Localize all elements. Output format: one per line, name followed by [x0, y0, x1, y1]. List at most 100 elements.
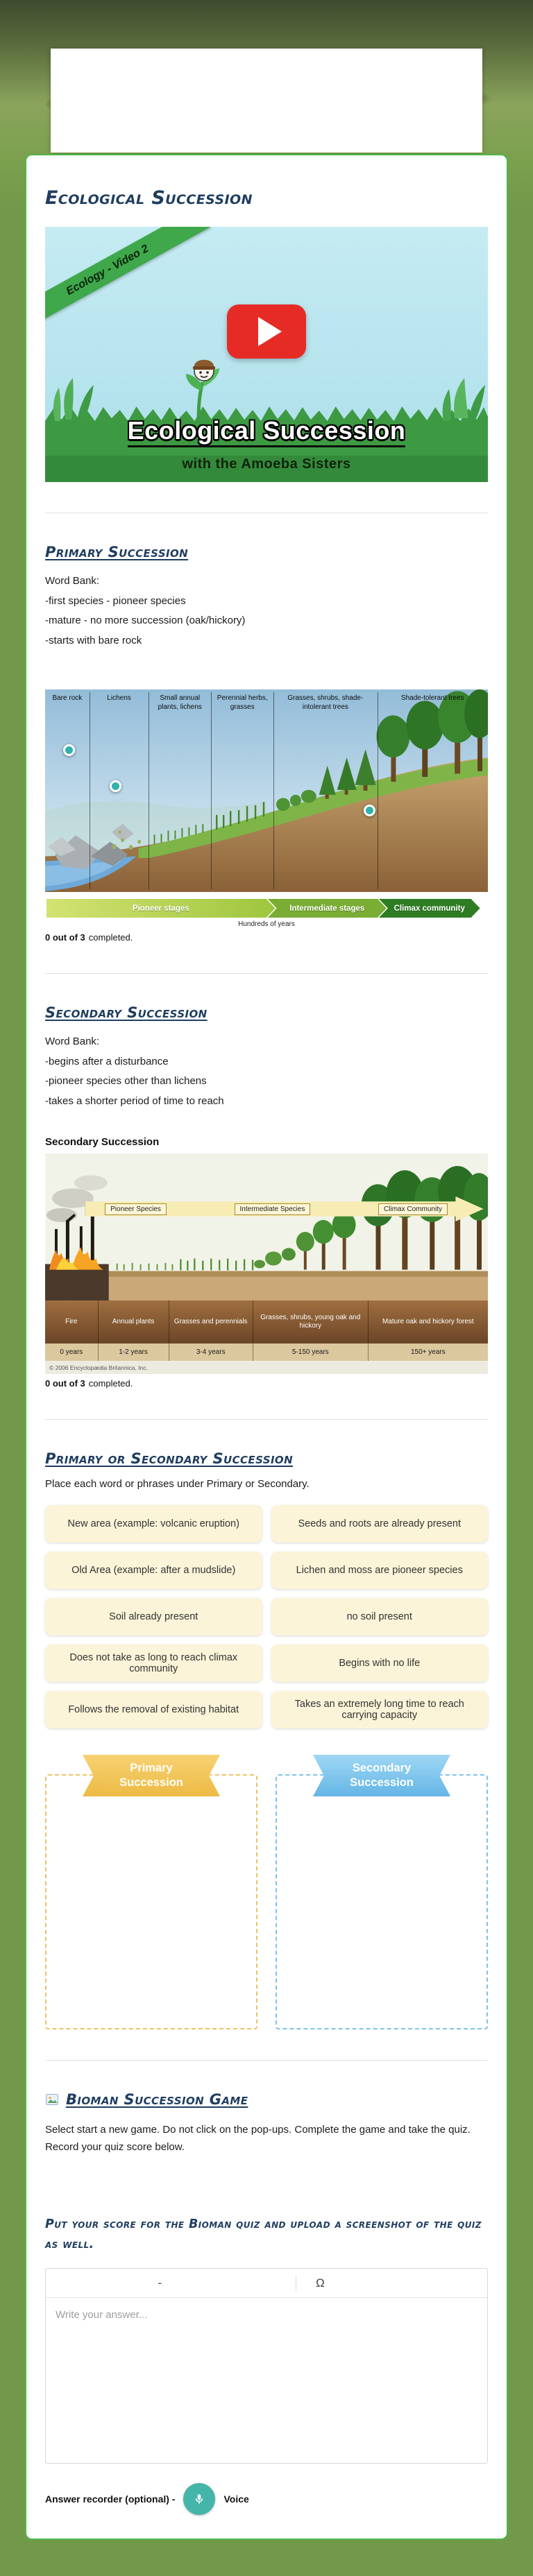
editor-toolbar: - Ω: [46, 2269, 487, 2298]
word-bank-line: -pioneer species other than lichens: [45, 1075, 207, 1087]
secondary-succession-illustration: [45, 1153, 488, 1300]
timeline-label: 150+ years: [410, 1348, 446, 1356]
draggable-word-card[interactable]: no soil present: [271, 1598, 488, 1635]
image-icon: [46, 2094, 58, 2105]
video-title: Ecological Succession: [127, 418, 406, 447]
primary-succession-drop-zone[interactable]: Primary Succession: [45, 1755, 257, 2029]
video-subtitle: with the Amoeba Sisters: [182, 456, 351, 472]
secondary-succession-heading: Secondary Succession: [45, 1004, 208, 1021]
play-icon[interactable]: [227, 304, 306, 359]
soil-stage-label: Fire: [45, 1300, 99, 1343]
bioman-heading: Bioman Succession Game: [66, 2091, 248, 2108]
sorting-instructions: Place each word or phrases under Primary…: [45, 1478, 310, 1490]
timeline-label: 1-2 years: [99, 1343, 169, 1361]
word-bank-line: -starts with bare rock: [45, 634, 142, 646]
word-bank-line: -begins after a disturbance: [45, 1055, 169, 1067]
sorting-heading: Primary or Secondary Succession: [45, 1450, 294, 1467]
video-player-thumbnail[interactable]: Ecology - Video 2: [45, 227, 488, 482]
timeline-label: 5-150 years: [253, 1343, 369, 1361]
soil-stage-label: Grasses, shrubs, young oak and hickory: [253, 1300, 369, 1343]
draggable-word-card[interactable]: New area (example: volcanic eruption): [45, 1505, 262, 1543]
word-bank-line: -first species - pioneer species: [45, 594, 186, 607]
succession-stages-arrow: Pioneer stages Intermediate stages Clima…: [45, 899, 488, 918]
word-bank-line: Word Bank:: [45, 1036, 100, 1047]
draggable-word-card[interactable]: Follows the removal of existing habitat: [45, 1691, 262, 1728]
minus-icon[interactable]: -: [147, 2273, 172, 2294]
bioman-instructions: Select start a new game. Do not click on…: [45, 2124, 471, 2153]
worksheet-header-card: [51, 49, 482, 153]
stage-label-row: Bare rock Lichens Small annual plants, l…: [45, 694, 488, 712]
intermediate-species-label: Intermediate Species: [234, 1203, 311, 1215]
voice-label: Voice: [223, 2493, 249, 2505]
succession-species-arrow: Pioneer Species Intermediate Species Cli…: [85, 1196, 484, 1221]
soil-stage-band: Fire Annual plants Grasses and perennial…: [45, 1300, 488, 1343]
stage-label: Grasses, shrubs, shade-intolerant trees: [287, 694, 364, 711]
word-bank-line: -takes a shorter period of time to reach: [45, 1094, 224, 1107]
video-corner-banner: Ecology - Video 2: [45, 227, 211, 335]
answer-recorder-row: Answer recorder (optional) - Voice: [45, 2483, 488, 2515]
soil-stage-label: Grasses and perennials: [169, 1300, 253, 1343]
draggable-word-card[interactable]: Takes an extremely long time to reach ca…: [271, 1691, 488, 1728]
secondary-succession-ribbon: Secondary Succession: [313, 1755, 450, 1796]
omega-special-characters-icon[interactable]: Ω: [307, 2273, 332, 2294]
stage-divider-line: [211, 692, 212, 889]
pioneer-stages-segment: Pioneer stages: [46, 899, 276, 918]
recorder-label: Answer recorder (optional) -: [45, 2493, 176, 2505]
sorting-section: Primary or Secondary Succession Place ea…: [45, 1450, 488, 2029]
timeline-band: 0 years 1-2 years 3-4 years 5-150 years …: [45, 1343, 488, 1361]
answer-input[interactable]: [46, 2298, 487, 2463]
time-scale-label: Hundreds of years: [238, 920, 295, 928]
draggable-word-card[interactable]: Lichen and moss are pioneer species: [271, 1552, 488, 1589]
secondary-succession-drop-zone[interactable]: Secondary Succession: [276, 1755, 488, 2029]
timeline-label: 0 years: [45, 1343, 99, 1361]
primary-succession-diagram: Bare rock Lichens Small annual plants, l…: [45, 689, 488, 928]
score-question-heading: Put your score for the Bioman quiz and u…: [45, 2217, 482, 2252]
draggable-word-card[interactable]: Does not take as long to reach climax co…: [45, 1645, 262, 1682]
grass-illustration: [45, 378, 488, 482]
word-card-grid: New area (example: volcanic eruption) Se…: [45, 1505, 488, 1728]
drop-marker[interactable]: [364, 805, 376, 817]
stage-label: Perennial herbs, grasses: [217, 694, 268, 711]
drop-marker[interactable]: [62, 744, 75, 756]
sprout-character-illustration: [186, 359, 220, 421]
primary-succession-section: Primary Succession Word Bank: -first spe…: [45, 544, 488, 943]
stage-label: Lichens: [107, 694, 131, 702]
primary-succession-ribbon: Primary Succession: [83, 1755, 220, 1796]
stage-label: Bare rock: [52, 694, 83, 702]
primary-succession-heading: Primary Succession: [45, 544, 189, 560]
play-triangle-icon: [257, 316, 282, 346]
bioman-section: Bioman Succession Game Select start a ne…: [45, 2091, 488, 2515]
section-divider: [45, 1419, 488, 1420]
intermediate-stages-segment: Intermediate stages: [268, 899, 387, 918]
climax-community-segment: Climax community: [379, 899, 480, 918]
diagram-title: Secondary Succession: [45, 1136, 160, 1148]
draggable-word-card[interactable]: Begins with no life: [271, 1645, 488, 1682]
soil-stage-label: Mature oak and hickory forest: [382, 1317, 474, 1325]
section-divider: [45, 2060, 488, 2061]
secondary-succession-diagram: Secondary Succession: [45, 1135, 488, 1374]
draggable-word-card[interactable]: Seeds and roots are already present: [271, 1505, 488, 1543]
worksheet-card: Ecological Succession Ecology - Video 2: [25, 154, 508, 2540]
copyright-label: © 2006 Encyclopædia Britannica, Inc.: [45, 1361, 488, 1374]
climax-community-label: Climax Community: [378, 1203, 448, 1215]
timeline-label: 3-4 years: [169, 1343, 253, 1361]
pioneer-species-label: Pioneer Species: [105, 1203, 167, 1215]
stage-divider-line: [273, 692, 275, 889]
worksheet-title: Ecological Succession: [45, 187, 253, 209]
word-bank-line: Word Bank:: [45, 575, 100, 587]
soil-stage-label: Annual plants: [99, 1300, 169, 1343]
section-divider: [45, 973, 488, 974]
draggable-word-card[interactable]: Old Area (example: after a mudslide): [45, 1552, 262, 1589]
drop-marker[interactable]: [109, 780, 121, 793]
mic-icon: [196, 2494, 203, 2504]
drop-zones: Primary Succession Secondary Succession: [45, 1755, 488, 2029]
secondary-succession-section: Secondary Succession Word Bank: -begins …: [45, 1004, 488, 1389]
stage-label: Small annual plants, lichens: [158, 694, 202, 711]
answer-editor: - Ω: [45, 2268, 488, 2464]
draggable-word-card[interactable]: Soil already present: [45, 1598, 262, 1635]
voice-record-button[interactable]: [183, 2483, 216, 2515]
word-bank-line: -mature - no more succession (oak/hickor…: [45, 615, 246, 626]
